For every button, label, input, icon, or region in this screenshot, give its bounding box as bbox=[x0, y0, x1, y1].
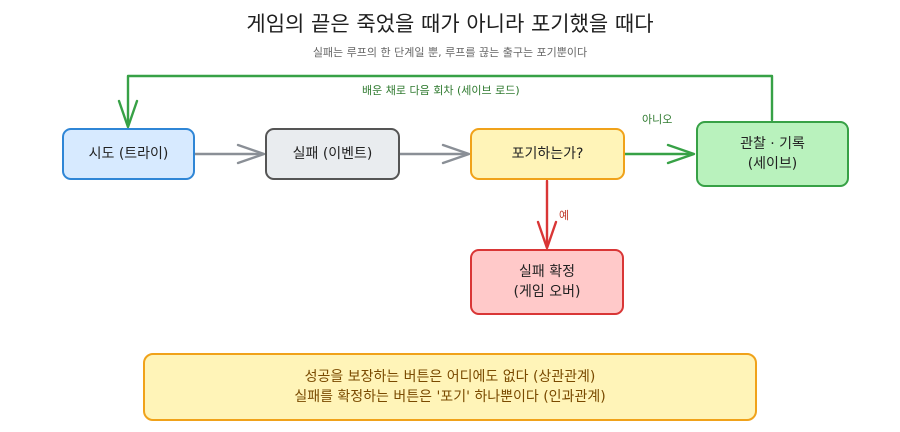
node-confirm-line1: 실패 확정 bbox=[519, 264, 575, 280]
arrow-giveup-to-observe bbox=[623, 143, 696, 165]
edge-label-retry: 배운 채로 다음 회차 (세이브 로드) bbox=[362, 84, 520, 97]
diagram-subtitle: 실패는 루프의 한 단계일 뿐, 루프를 끊는 출구는 포기뿐이다 bbox=[312, 46, 588, 59]
arrow-fail-to-giveup bbox=[398, 143, 471, 165]
node-observe: 관찰 · 기록 (세이브) bbox=[696, 121, 849, 187]
node-observe-line1: 관찰 · 기록 bbox=[740, 136, 805, 152]
node-observe-line2: (세이브) bbox=[747, 156, 798, 172]
arrow-try-to-fail bbox=[193, 143, 266, 165]
node-confirm: 실패 확정 (게임 오버) bbox=[470, 249, 624, 315]
summary-note-line2: 실패를 확정하는 버튼은 '포기' 하나뿐이다 (인과관계) bbox=[294, 389, 606, 405]
diagram-title: 게임의 끝은 죽었을 때가 아니라 포기했을 때다 bbox=[246, 12, 654, 36]
summary-note: 성공을 보장하는 버튼은 어디에도 없다 (상관관계) 실패를 확정하는 버튼은… bbox=[143, 353, 757, 421]
node-try: 시도 (트라이) bbox=[62, 128, 195, 180]
node-giveup-label: 포기하는가? bbox=[511, 146, 584, 162]
edge-label-yes: 예 bbox=[559, 209, 570, 222]
node-fail-label: 실패 (이벤트) bbox=[292, 146, 373, 162]
node-confirm-line2: (게임 오버) bbox=[513, 284, 581, 300]
node-giveup: 포기하는가? bbox=[470, 128, 625, 180]
summary-note-line1: 성공을 보장하는 버튼은 어디에도 없다 (상관관계) bbox=[304, 369, 596, 385]
arrow-giveup-to-confirm bbox=[536, 179, 558, 250]
arrow-observe-to-try bbox=[117, 74, 774, 129]
node-fail: 실패 (이벤트) bbox=[265, 128, 400, 180]
edge-label-no: 아니오 bbox=[642, 113, 673, 126]
node-try-label: 시도 (트라이) bbox=[88, 146, 169, 162]
